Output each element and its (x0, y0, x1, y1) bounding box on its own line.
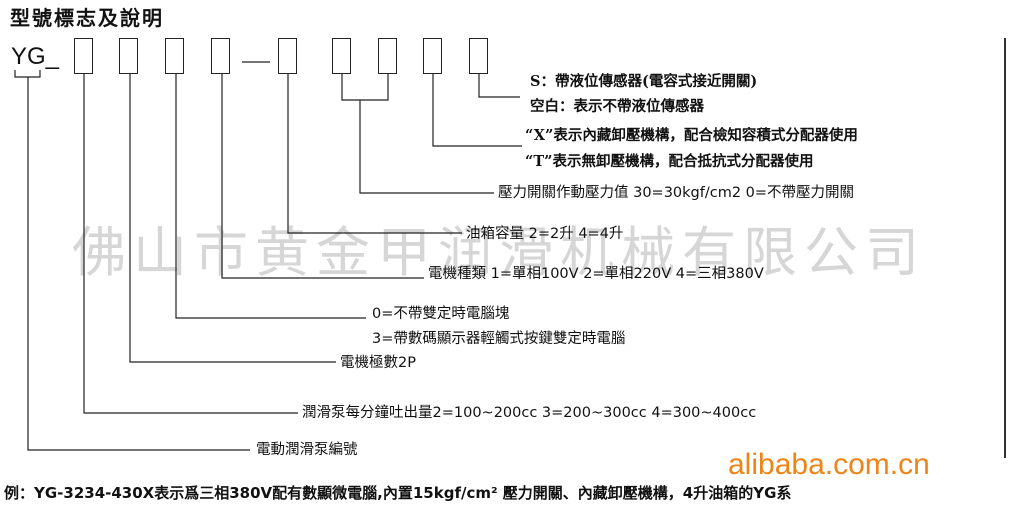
label-output: 潤滑泵每分鐘吐出量2=100~200cc 3=200~300cc 4=300~4… (302, 405, 757, 421)
code-box-8 (423, 38, 442, 74)
company-watermark: 佛山市黄金甲润滑机械有限公司 (72, 221, 926, 284)
label-pump-number: 電動潤滑泵編號 (256, 442, 358, 458)
code-box-7 (378, 38, 397, 74)
code-box-4 (211, 38, 230, 74)
code-box-6 (332, 38, 351, 74)
label-sensor-s: S：帶液位傳感器(電容式接近開關) (530, 73, 758, 90)
brand-watermark: alibaba.com.cn (728, 448, 930, 481)
code-box-1 (74, 38, 93, 74)
label-motor-poles: 電機極數2P (340, 355, 416, 371)
example-text: 例：YG-3234-430X表示爲三相380V配有數顯微電腦,內置15kgf/c… (4, 484, 792, 502)
label-type-x: “X”表示內藏卸壓機構，配合檢知容積式分配器使用 (525, 127, 858, 144)
code-box-2 (119, 38, 138, 74)
code-box-3 (165, 38, 184, 74)
code-box-5 (278, 38, 297, 74)
label-pressure-switch: 壓力開關作動壓力值 30=30kgf/cm2 0=不帶壓力開關 (498, 185, 855, 201)
label-timer-3: 3=帶數碼顯示器輕觸式按鍵雙定時電腦 (372, 331, 626, 347)
label-tank-capacity: 油箱容量 2=2升 4=4升 (466, 226, 624, 242)
right-border-line (1004, 38, 1006, 458)
code-box-9 (469, 38, 488, 74)
label-motor-type: 電機種類 1=單相100V 2=單相220V 4=三相380V (428, 266, 764, 282)
label-sensor-blank: 空白：表示不帶液位傳感器 (530, 98, 704, 115)
diagram-title: 型號標志及說明 (10, 6, 164, 30)
label-type-t: “T”表示無卸壓機構，配合抵抗式分配器使用 (525, 153, 814, 170)
model-prefix: YG_ (11, 43, 60, 70)
label-timer-0: 0=不帶雙定時電腦塊 (372, 306, 510, 322)
